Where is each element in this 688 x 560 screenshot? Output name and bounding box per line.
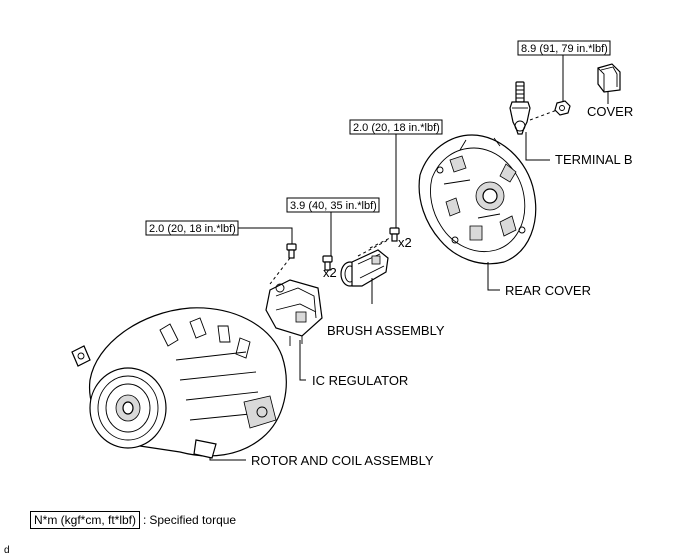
terminal-b-leader [525, 132, 550, 161]
regulator-bolt-part [286, 243, 297, 259]
torque-text-rear-cover-bolt: 2.0 (20, 18 in.*lbf) [353, 122, 440, 134]
torque-box-terminal-nut [517, 40, 611, 56]
rear-cover-bolt-part [389, 227, 400, 242]
ic-regulator-part [265, 279, 323, 346]
corner-mark: d [4, 545, 10, 556]
brush-bolt-part [322, 255, 333, 271]
cover-label: COVER [587, 104, 633, 119]
terminal-nut-dashline [529, 109, 558, 121]
rotor-coil-part [71, 307, 287, 459]
brush-bolt-qty: x2 [323, 265, 337, 280]
terminal-nut-part [554, 100, 571, 116]
ic-regulator-leader [299, 340, 306, 381]
legend-separator: : [143, 513, 147, 527]
terminal-b-label: TERMINAL B [555, 152, 633, 167]
torque-legend: N*m (kgf*cm, ft*lbf) : Specified torque [30, 510, 236, 530]
rotor-coil-label: ROTOR AND COIL ASSEMBLY [251, 453, 434, 468]
rear-cover-bolt-qty: x2 [398, 235, 412, 250]
ic-regulator-label: IC REGULATOR [312, 373, 408, 388]
torque-box-brush-bolt [286, 197, 380, 213]
torque-text-brush-bolt: 3.9 (40, 35 in.*lbf) [290, 200, 377, 212]
brush-assembly-label: BRUSH ASSEMBLY [327, 323, 445, 338]
terminal-b-part [509, 81, 531, 135]
regulator-bolt-dashline [269, 257, 291, 285]
brush-assembly-part [340, 249, 389, 287]
rotor-coil-leader [209, 458, 246, 461]
torque-leader-regulator-bolt [238, 227, 293, 244]
rear-cover-bolt-dashline [369, 237, 391, 249]
rear-cover-leader [487, 262, 500, 291]
legend-meaning: Specified torque [149, 513, 237, 527]
rear-cover-label: REAR COVER [505, 283, 591, 298]
legend-unit: N*m (kgf*cm, ft*lbf) [30, 511, 141, 529]
torque-text-regulator-bolt: 2.0 (20, 18 in.*lbf) [149, 223, 236, 235]
rear-cover-part [418, 134, 537, 265]
torque-text-terminal-nut: 8.9 (91, 79 in.*lbf) [521, 43, 608, 55]
cover-part [597, 63, 621, 93]
